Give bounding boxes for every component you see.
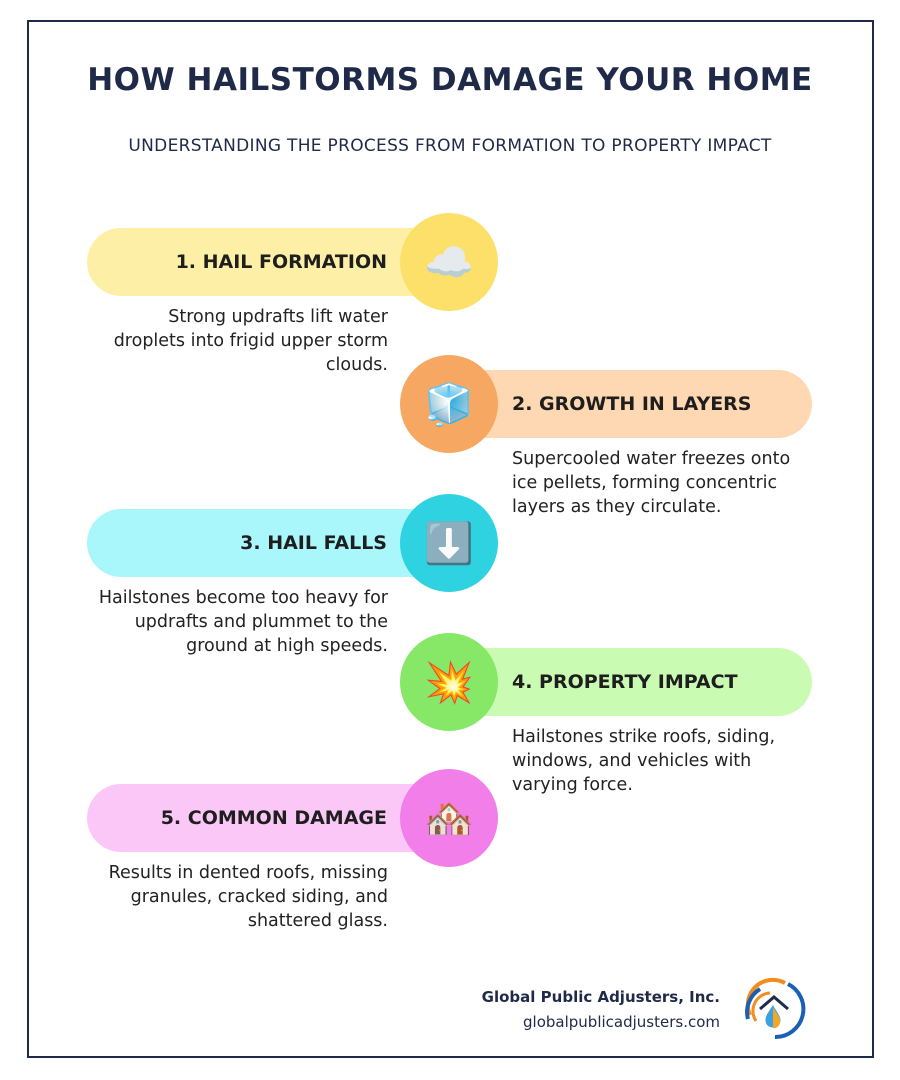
infographic-border: [27, 20, 874, 1058]
page-title: HOW HAILSTORMS DAMAGE YOUR HOME: [87, 62, 813, 98]
step-description: Results in dented roofs, missing granule…: [108, 863, 388, 931]
company-logo-icon: [745, 977, 806, 1040]
company-name: Global Public Adjusters, Inc.: [481, 988, 720, 1006]
page-subtitle: UNDERSTANDING THE PROCESS FROM FORMATION…: [128, 136, 772, 156]
collision-icon: 💥: [400, 633, 498, 731]
step-label: 3. HAIL FALLS: [240, 532, 387, 554]
step-label: 4. PROPERTY IMPACT: [512, 671, 738, 693]
step-label: 5. COMMON DAMAGE: [160, 807, 387, 829]
step-description: Strong updrafts lift water droplets into…: [113, 307, 388, 375]
step-description: Hailstones become too heavy for updrafts…: [98, 588, 388, 656]
step-3-header: 3. HAIL FALLS: [87, 509, 467, 577]
company-url: globalpublicadjusters.com: [523, 1013, 720, 1031]
down-arrow-icon: ⬇️: [400, 494, 498, 592]
step-4-header: 4. PROPERTY IMPACT: [430, 648, 812, 716]
step-description: Supercooled water freezes onto ice pelle…: [512, 449, 791, 517]
ice-cube-icon: 🧊: [400, 355, 498, 453]
cloud-icon: ☁️: [400, 213, 498, 311]
houses-icon: 🏘️: [400, 769, 498, 867]
step-description: Hailstones strike roofs, siding, windows…: [512, 727, 776, 795]
step-label: 1. HAIL FORMATION: [175, 251, 387, 273]
step-label: 2. GROWTH IN LAYERS: [512, 393, 752, 415]
